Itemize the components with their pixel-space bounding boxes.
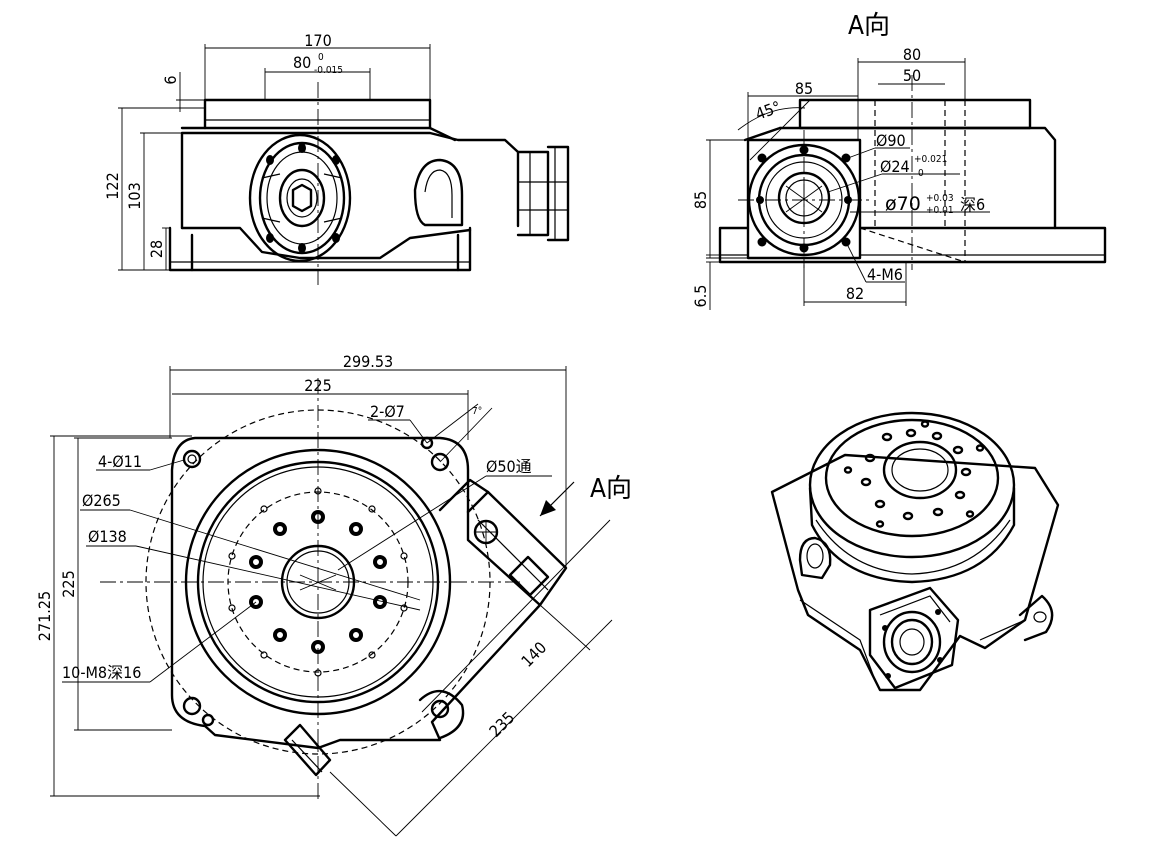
label-4-m6: 4-M6: [867, 265, 903, 284]
label-dia70-depth: 深6: [960, 195, 985, 214]
dim-a-85-left: 85: [691, 191, 710, 209]
top-tapped-holes: [249, 510, 387, 654]
dim-225-left: 225: [59, 570, 78, 597]
a-view-title: A向: [848, 11, 890, 41]
dim-80-boss: 80: [293, 53, 311, 72]
label-7-deg: 7°: [472, 406, 482, 417]
dim-235: 235: [485, 708, 518, 741]
dim-a-82: 82: [846, 284, 864, 303]
dim-a-6-5: 6.5: [691, 285, 710, 308]
dim-a-50: 50: [903, 66, 921, 85]
dim-28: 28: [147, 240, 166, 258]
dim-225-top: 225: [304, 376, 331, 395]
iso-motor-flange: [868, 586, 960, 690]
front-base: [168, 226, 472, 272]
label-dia24-upper: +0.021: [914, 154, 947, 165]
a-direction-label: A向: [590, 474, 632, 504]
label-dia90: Ø90: [876, 131, 906, 150]
label-dia70-upper: +0.03: [926, 193, 954, 204]
dim-271-25: 271.25: [35, 591, 54, 641]
dim-a-80: 80: [903, 45, 921, 64]
label-4-dia11: 4-Ø11: [98, 452, 142, 471]
front-flange: [248, 133, 352, 263]
dim-122: 122: [103, 172, 122, 199]
label-dia24: Ø24: [880, 157, 910, 176]
label-dia138: Ø138: [88, 527, 127, 546]
top-gearbox: [438, 478, 568, 607]
front-view: 170 80 0 -0.015 6 122 103 28: [103, 31, 570, 285]
label-2-dia7: 2-Ø7: [370, 402, 405, 421]
label-dia24-lower: 0: [918, 168, 924, 179]
label-dia70: ø70: [885, 193, 921, 215]
dim-103: 103: [125, 182, 144, 209]
top-view: 299.53 225 2-Ø7 7° 4-Ø11 Ø50通 Ø265 Ø138 …: [35, 352, 632, 837]
dim-a-85-top: 85: [795, 79, 813, 98]
dim-299-53: 299.53: [343, 352, 393, 371]
front-dimensions: 170 80 0 -0.015 6 122 103 28: [103, 31, 431, 271]
label-10-m8: 10-M8深16: [62, 663, 141, 682]
label-dia50-thru: Ø50通: [486, 457, 532, 476]
front-body: [180, 131, 570, 260]
label-dia265: Ø265: [82, 491, 121, 510]
iso-holes: [843, 420, 985, 528]
a-view: A向: [691, 11, 1107, 310]
isometric-view: [770, 411, 1060, 692]
dim-a-45: 45°: [753, 97, 783, 124]
label-dia70-lower: +0.01: [926, 205, 954, 216]
dim-80-lower-tol: -0.015: [314, 65, 343, 76]
dim-170: 170: [304, 31, 331, 50]
dim-80-upper-tol: 0: [318, 52, 324, 63]
dim-140: 140: [517, 638, 550, 671]
dim-6: 6: [161, 75, 180, 84]
